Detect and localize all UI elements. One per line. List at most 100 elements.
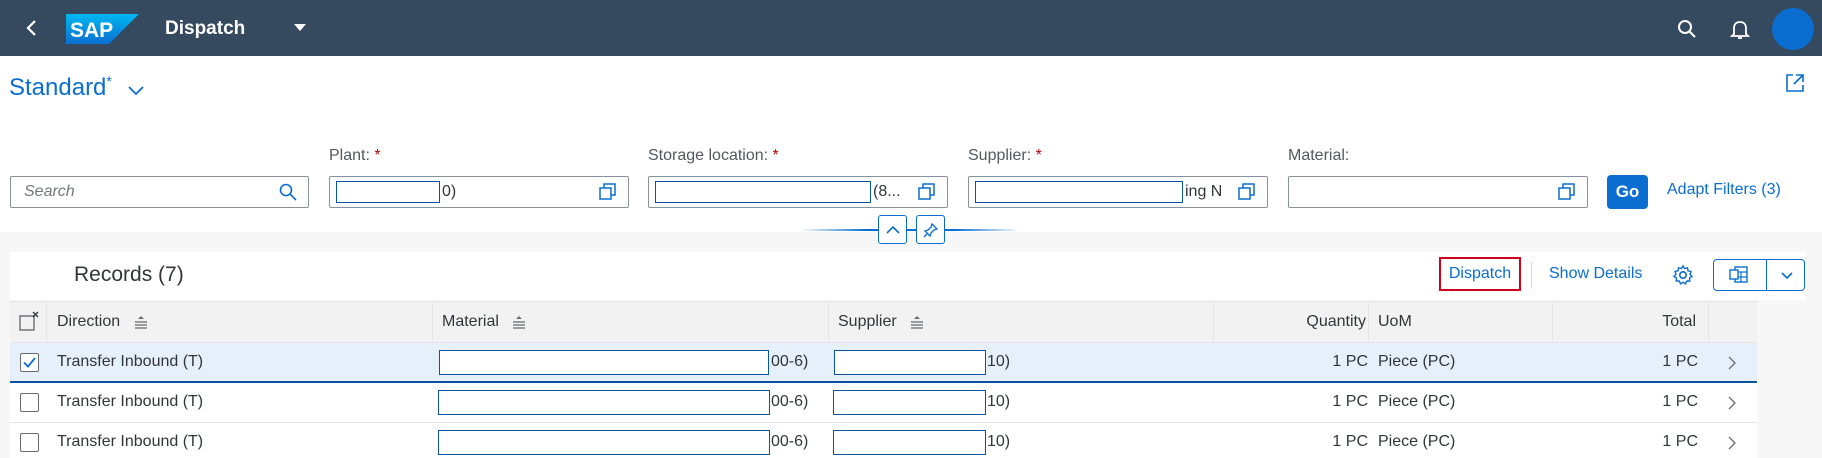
column-separator <box>828 302 829 342</box>
search-icon[interactable] <box>1676 18 1698 40</box>
value-help-icon[interactable] <box>1557 182 1577 202</box>
row-supplier-tail: 10) <box>987 353 1011 370</box>
user-avatar[interactable] <box>1772 8 1814 50</box>
share-icon[interactable] <box>1784 72 1806 94</box>
supplier-field[interactable]: ing N <box>968 176 1268 208</box>
column-header-quantity[interactable]: Quantity <box>1306 313 1366 330</box>
header-divider <box>800 229 1020 231</box>
row-direction: Transfer Inbound (T) <box>57 433 204 450</box>
row-uom: Piece (PC) <box>1378 433 1456 450</box>
supplier-value-box <box>833 430 986 455</box>
row-direction: Transfer Inbound (T) <box>57 353 204 370</box>
notification-icon[interactable] <box>1728 17 1752 41</box>
row-quantity: 1 PC <box>1332 433 1368 450</box>
sap-logo[interactable]: SAP <box>66 14 139 44</box>
select-all-icon[interactable] <box>18 311 40 333</box>
column-header-total[interactable]: Total <box>1662 313 1696 330</box>
sort-icon[interactable] <box>134 315 148 329</box>
chevron-right-icon[interactable] <box>1726 355 1738 371</box>
table-right-gutter <box>1757 301 1805 458</box>
magnifier-icon[interactable] <box>278 182 298 202</box>
row-checkbox[interactable] <box>20 393 39 412</box>
column-header-material[interactable]: Material <box>442 313 499 330</box>
back-icon[interactable] <box>20 16 44 40</box>
row-supplier-tail: 10) <box>987 393 1011 410</box>
logo-text: SAP <box>70 19 113 42</box>
row-total: 1 PC <box>1662 353 1698 370</box>
supplier-value-box <box>833 390 986 415</box>
show-details-button[interactable]: Show Details <box>1549 265 1643 282</box>
sort-icon[interactable] <box>512 315 526 329</box>
row-checkbox[interactable] <box>20 433 39 452</box>
value-help-icon[interactable] <box>1237 182 1257 202</box>
app-title[interactable]: Dispatch <box>165 18 246 39</box>
collapse-header-button[interactable] <box>878 215 907 244</box>
dispatch-button[interactable]: Dispatch <box>1439 257 1521 291</box>
spreadsheet-icon <box>1729 266 1748 283</box>
table-title: Records (7) <box>74 263 184 286</box>
column-separator <box>46 302 47 342</box>
adapt-filters-button[interactable]: Adapt Filters (3) <box>1667 181 1781 198</box>
value-help-icon[interactable] <box>598 182 618 202</box>
row-uom: Piece (PC) <box>1378 393 1456 410</box>
plant-value-box <box>336 181 440 203</box>
variant-name: Standard <box>9 74 107 101</box>
row-supplier-tail: 10) <box>987 433 1011 450</box>
export-split-divider <box>1766 260 1767 290</box>
variant-modified-mark: * <box>106 73 112 89</box>
chevron-down-icon[interactable] <box>1780 271 1794 281</box>
column-header-supplier[interactable]: Supplier <box>838 313 897 330</box>
plant-value-tail: 0) <box>442 183 457 200</box>
material-value-box <box>438 430 770 455</box>
plant-field[interactable]: 0) <box>329 176 629 208</box>
plant-label: Plant: * <box>329 147 381 164</box>
storage-value-tail: (8... <box>873 183 901 200</box>
row-direction: Transfer Inbound (T) <box>57 393 204 410</box>
material-field[interactable] <box>1288 176 1588 208</box>
shell-bar: SAP Dispatch <box>0 0 1822 56</box>
checkmark-icon <box>23 357 36 368</box>
row-material-tail: 00-6) <box>771 433 809 450</box>
row-quantity: 1 PC <box>1332 393 1368 410</box>
chevron-up-icon <box>885 225 900 234</box>
go-button[interactable]: Go <box>1607 175 1648 209</box>
chevron-right-icon[interactable] <box>1726 395 1738 411</box>
table-row[interactable]: Transfer Inbound (T) 00-6) 10) 1 PC Piec… <box>10 423 1757 458</box>
column-separator <box>1368 302 1369 342</box>
material-value-box <box>439 350 769 375</box>
supplier-value-tail: ing N <box>1185 183 1223 200</box>
row-uom: Piece (PC) <box>1378 353 1456 370</box>
sort-icon[interactable] <box>910 315 924 329</box>
row-total: 1 PC <box>1662 393 1698 410</box>
column-separator <box>432 302 433 342</box>
supplier-value-box <box>975 181 1183 203</box>
chevron-right-icon[interactable] <box>1726 435 1738 451</box>
pin-icon <box>923 222 938 237</box>
table-toolbar <box>10 252 1805 300</box>
row-checkbox[interactable] <box>20 353 39 372</box>
export-button[interactable] <box>1713 259 1805 291</box>
row-total: 1 PC <box>1662 433 1698 450</box>
column-header-uom[interactable]: UoM <box>1378 313 1412 330</box>
title-dropdown-icon[interactable] <box>290 20 310 36</box>
variant-title[interactable]: Standard* <box>9 73 112 102</box>
column-separator <box>1708 302 1709 342</box>
value-help-icon[interactable] <box>917 182 937 202</box>
pin-header-button[interactable] <box>916 215 945 244</box>
table-header: Direction Material Supplier Quantity UoM… <box>10 301 1757 343</box>
supplier-label: Supplier: * <box>968 147 1042 164</box>
chevron-down-icon[interactable] <box>127 84 145 96</box>
storage-location-field[interactable]: (8... <box>648 176 948 208</box>
material-label: Material: <box>1288 147 1350 164</box>
gear-icon[interactable] <box>1672 264 1694 286</box>
search-input[interactable]: Search <box>10 176 309 208</box>
column-separator <box>1213 302 1214 342</box>
table-row[interactable]: Transfer Inbound (T) 00-6) 10) 1 PC Piec… <box>10 383 1757 423</box>
row-material-tail: 00-6) <box>771 353 809 370</box>
supplier-value-box <box>834 350 986 375</box>
storage-value-box <box>655 181 871 203</box>
table-row[interactable]: Transfer Inbound (T) 00-6) 10) 1 PC Piec… <box>10 343 1757 383</box>
column-header-direction[interactable]: Direction <box>57 313 121 330</box>
material-value-box <box>438 390 770 415</box>
column-separator <box>1552 302 1553 342</box>
